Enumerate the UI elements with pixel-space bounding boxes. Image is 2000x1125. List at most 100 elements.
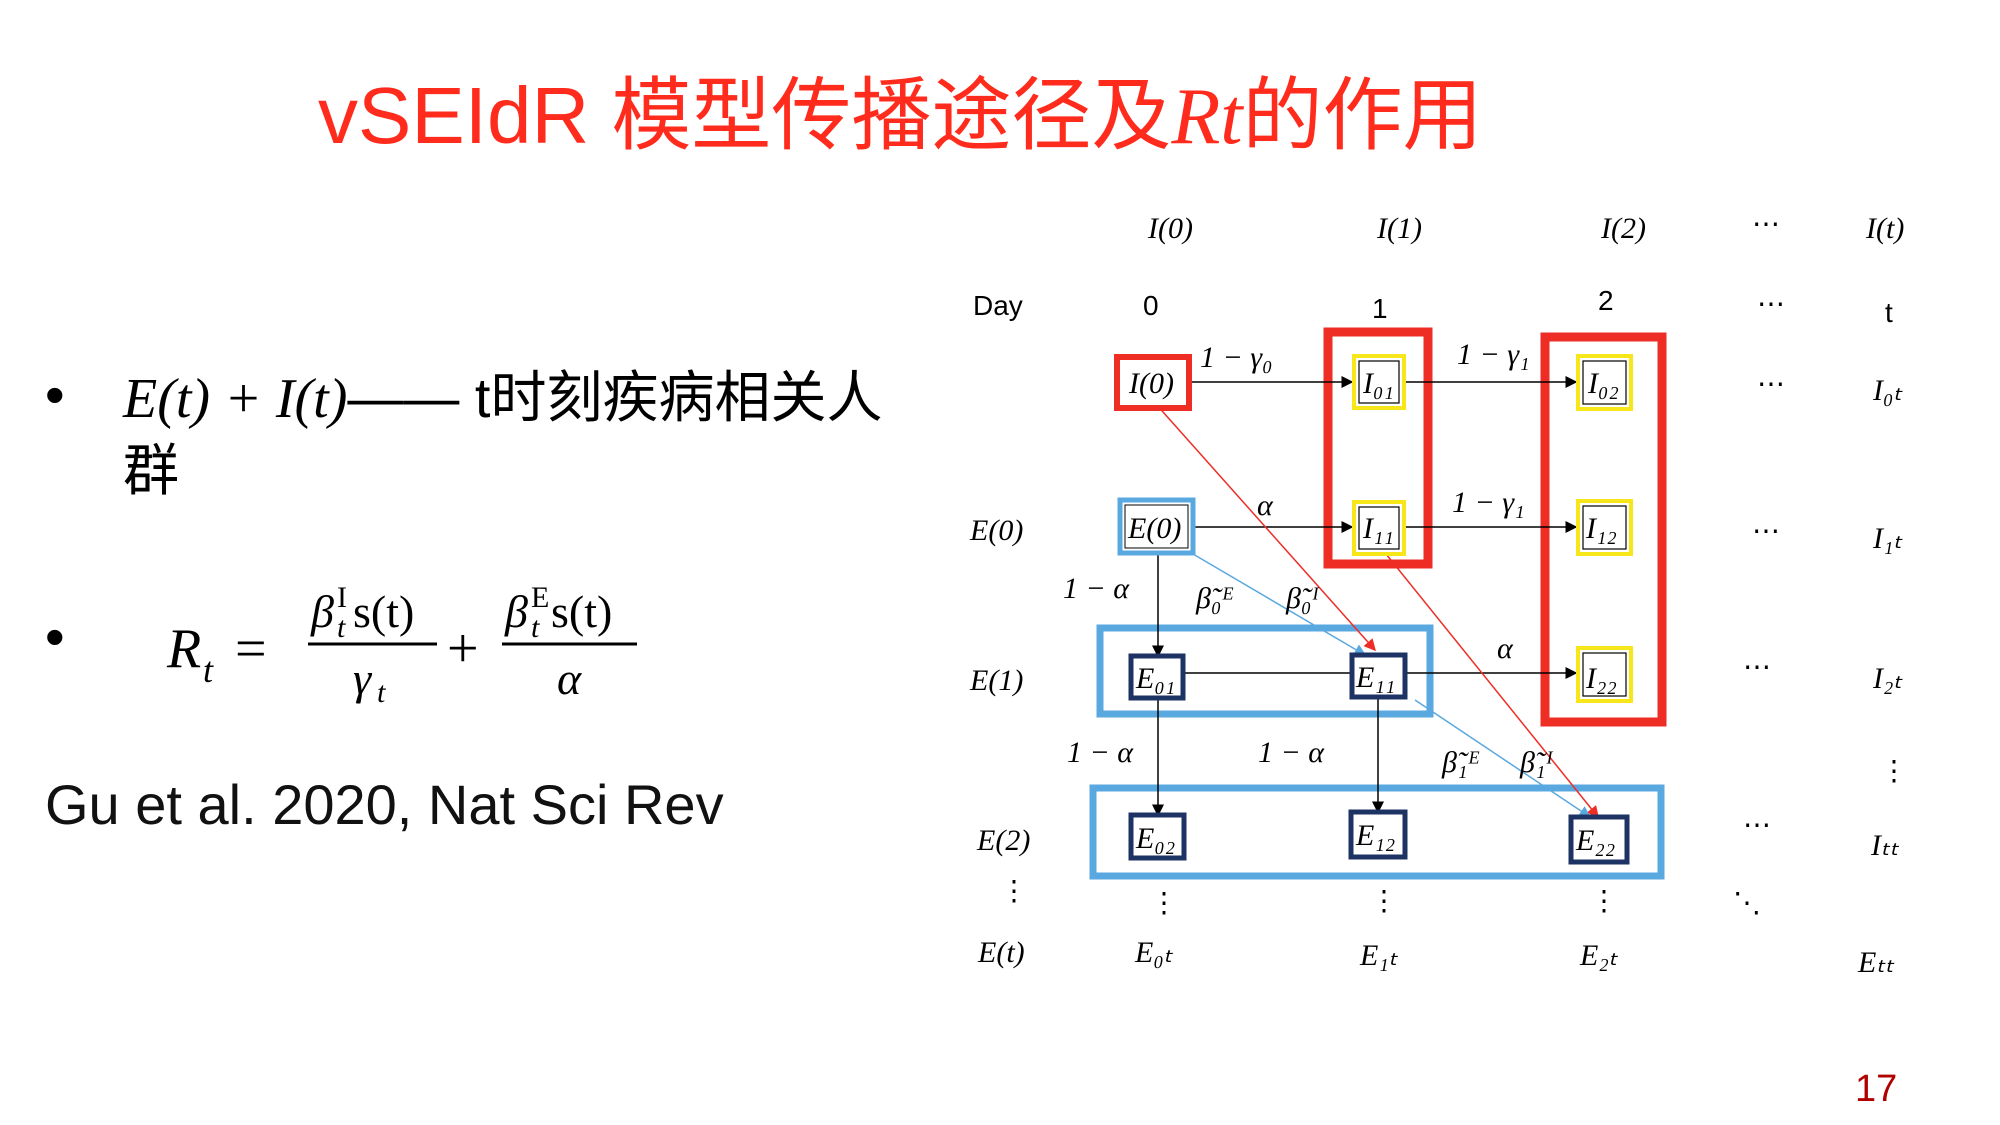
node-i02 — [1576, 354, 1633, 411]
day-dots: ⋯ — [1757, 288, 1785, 319]
group-e2-exposed — [1089, 784, 1665, 880]
frac1-num-sub: t — [337, 611, 346, 644]
node-i12-inner — [1582, 505, 1627, 550]
edge-label-g1-top: 1 − γ₁ — [1457, 338, 1530, 371]
bullet-dot: • — [45, 605, 65, 668]
edge-label-beta-e1: β̃₁ᴱ — [1441, 746, 1480, 779]
citation: Gu et al. 2020, Nat Sci Rev — [45, 773, 724, 836]
node-e0 — [1117, 497, 1196, 556]
node-i11 — [1352, 500, 1406, 556]
slide-title: vSEIdR 模型传播途径及Rt的作用 — [318, 66, 1483, 166]
bullet-population-math: E(t) + I(t) — [123, 368, 348, 430]
title-rt-symbol: Rt — [1171, 73, 1243, 161]
node-i01 — [1352, 354, 1406, 410]
row-label-e2: E(2) — [976, 824, 1030, 857]
node-e11-label: E₁₁ — [1355, 661, 1395, 694]
arrow-e0-e11-infect — [1192, 553, 1367, 656]
bullet-dot: • — [45, 363, 65, 426]
right-label-vdots: ⋮ — [1880, 755, 1908, 786]
edge-label-beta-i0: β̃₀ᴵ — [1285, 582, 1319, 615]
frac1-num-tail: s(t) — [353, 586, 414, 637]
rt-lhs-sub: t — [203, 650, 214, 690]
row-label-vdots: ⋮ — [1000, 875, 1028, 906]
node-i22-inner — [1582, 652, 1627, 697]
node-e02-label: E₀₂ — [1135, 822, 1175, 855]
arrow-e11-e22-infect — [1414, 699, 1592, 818]
node-i01-label: I₀₁ — [1362, 367, 1394, 400]
bottom-label-e1t: E₁ₜ — [1359, 939, 1399, 972]
equals-sign: = — [235, 618, 267, 680]
node-i0 — [1114, 354, 1192, 411]
node-e12 — [1348, 809, 1408, 860]
col-label-i0: I(0) — [1147, 212, 1193, 245]
bullet-population-text: E(t) + I(t)—— t时刻疾病相关人群 — [123, 362, 883, 507]
row-dots-1: ⋯ — [1752, 515, 1780, 546]
row-dots-3: ⋯ — [1743, 809, 1771, 840]
row-dots-2: ⋯ — [1743, 651, 1771, 682]
edge-label-1-alpha-c: 1 − α — [1258, 736, 1325, 769]
page-number: 17 — [1855, 1068, 1898, 1110]
col-vdots-0: ⋮ — [1150, 887, 1178, 918]
frac2-num-base: β — [504, 586, 528, 637]
bottom-label-e2t: E₂ₜ — [1579, 939, 1619, 972]
node-i12 — [1576, 499, 1633, 556]
day-1: 1 — [1372, 293, 1388, 324]
edge-label-beta-i1: β̃₁ᴵ — [1519, 746, 1553, 779]
title-text-prefix: vSEIdR 模型传播途径及 — [318, 71, 1172, 160]
node-e22-label: E₂₂ — [1575, 824, 1615, 857]
arrow-i0-e11-infect — [1154, 402, 1376, 652]
frac1-num-base: β — [310, 586, 334, 637]
plus-sign: + — [447, 618, 479, 680]
frac1-den-sub: t — [377, 676, 386, 709]
node-e11 — [1349, 652, 1408, 700]
group-e1-exposed — [1096, 624, 1434, 718]
bullet-rt-formula: • R t = β I t s(t) γ t + β E t s(t) α — [45, 582, 645, 709]
day-label: Day — [973, 290, 1023, 321]
edge-label-alpha-mid: α — [1497, 632, 1514, 665]
right-label-itt: Iₜₜ — [1870, 829, 1900, 862]
col-label-dots: ⋯ — [1752, 208, 1780, 239]
col-label-i1: I(1) — [1376, 212, 1422, 245]
col-vdots-2: ⋮ — [1590, 885, 1618, 916]
node-i02-label: I₀₂ — [1587, 367, 1619, 400]
frac2-num-sub: t — [531, 611, 540, 644]
frac1-den: γ — [353, 653, 373, 704]
frac2-num-sup: E — [531, 582, 549, 614]
node-i01-inner — [1358, 360, 1400, 404]
bottom-label-ett: Eₜₜ — [1857, 946, 1895, 979]
node-i02-inner — [1582, 360, 1627, 405]
node-i22-label: I₂₂ — [1585, 662, 1617, 695]
row-label-et: E(t) — [977, 936, 1025, 969]
frac2-den: α — [557, 653, 582, 704]
group-day2-infected — [1540, 332, 1667, 727]
day-t: t — [1885, 297, 1893, 328]
title-text-suffix: 的作用 — [1242, 71, 1483, 160]
node-e12-label: E₁₂ — [1355, 819, 1395, 852]
node-e22 — [1568, 814, 1630, 865]
node-i12-label: I₁₂ — [1585, 512, 1617, 545]
edge-label-alpha-top: α — [1257, 489, 1274, 522]
edge-label-g1-mid: 1 − γ₁ — [1452, 486, 1525, 519]
node-e01-label: E₀₁ — [1135, 662, 1175, 695]
bottom-label-e0t: E₀ₜ — [1134, 936, 1174, 969]
group-day1-infected — [1323, 327, 1433, 569]
node-i11-inner — [1358, 506, 1400, 550]
edge-label-g0: 1 − γ₀ — [1200, 341, 1273, 374]
right-label-i1t: I₁ₜ — [1872, 522, 1903, 555]
edge-label-1-alpha-b: 1 − α — [1067, 736, 1134, 769]
row-dots-diag: ⋱ — [1733, 887, 1761, 918]
node-i0-label: I(0) — [1128, 367, 1174, 400]
row-label-e0: E(0) — [969, 514, 1023, 547]
frac2-num-tail: s(t) — [551, 586, 612, 637]
col-label-it: I(t) — [1865, 212, 1904, 245]
day-0: 0 — [1143, 290, 1159, 321]
day-2: 2 — [1598, 285, 1614, 316]
col-label-i2: I(2) — [1600, 212, 1646, 245]
right-label-i2t: I₂ₜ — [1872, 662, 1903, 695]
bullet-population-desc: —— t时刻疾病相关人群 — [123, 366, 883, 502]
node-e01 — [1128, 653, 1186, 701]
node-e02 — [1128, 812, 1187, 861]
node-i22 — [1576, 646, 1633, 703]
node-i11-label: I₁₁ — [1362, 512, 1394, 545]
edge-label-1-alpha-a: 1 − α — [1063, 572, 1130, 605]
